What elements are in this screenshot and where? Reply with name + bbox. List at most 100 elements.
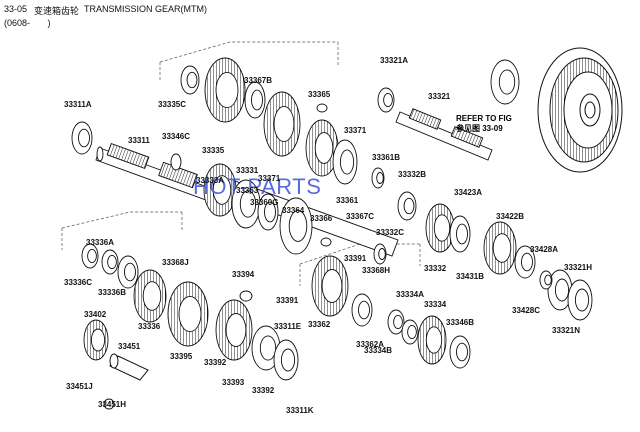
part-label: 33368J: [162, 258, 189, 267]
ring: [279, 197, 313, 255]
part-label: 33360G: [250, 198, 279, 207]
part-label: 33321N: [552, 326, 581, 335]
part-label: 33392: [204, 358, 227, 367]
gear: [167, 281, 209, 347]
ring: [449, 215, 471, 253]
ring: [371, 167, 385, 189]
gear: [215, 299, 253, 361]
part-label: 33332C: [376, 228, 405, 237]
ring: [514, 245, 536, 279]
watermark: HOT-PARTS: [193, 174, 322, 199]
part-label: 33311A: [64, 100, 92, 109]
part-label: 33367B: [244, 76, 273, 85]
part-label: 33311K: [286, 406, 314, 415]
part-label: 33367C: [346, 212, 375, 221]
ring: [490, 59, 520, 105]
part-label: 33334: [424, 300, 447, 309]
part-label: 33402: [84, 310, 107, 319]
small-part: [316, 103, 328, 113]
small-part: [320, 237, 332, 247]
ring: [377, 87, 395, 113]
part-label: 33334A: [396, 290, 425, 299]
ring: [71, 121, 93, 155]
part-label: 33428C: [512, 306, 541, 315]
part-label: 33311E: [274, 322, 302, 331]
part-label: 33391: [344, 254, 367, 263]
part-label: 33395: [170, 352, 193, 361]
gear: [305, 119, 339, 177]
ring: [397, 191, 417, 221]
part-label: 33428A: [530, 245, 559, 254]
ring-gear: [537, 47, 623, 173]
diagram-date-range: (0608- ): [4, 18, 51, 28]
ring: [373, 243, 387, 265]
ring: [401, 319, 419, 345]
ring: [101, 249, 119, 275]
small-part: [170, 153, 182, 171]
group-box-upper: [159, 41, 339, 80]
part-label: 33371: [258, 174, 281, 183]
ring: [244, 81, 266, 119]
part-label: 33321H: [564, 263, 593, 272]
part-label: 33332B: [398, 170, 427, 179]
gear: [203, 163, 237, 217]
part-label: 33364: [282, 206, 305, 215]
group-box-lower: [61, 211, 183, 250]
gear-set: [71, 57, 593, 410]
gear: [483, 221, 517, 275]
small-part: [103, 398, 115, 410]
part-label: 33371: [344, 126, 367, 135]
part-label: 33332: [424, 264, 447, 273]
group-box-counter: [299, 243, 421, 286]
part-label: 33336A: [86, 238, 115, 247]
gear: [417, 315, 447, 365]
ring: [567, 279, 593, 321]
diagram-code: 33-05: [4, 4, 28, 14]
part-label: 33368H: [362, 266, 391, 275]
part-label: 33362: [308, 320, 331, 329]
part-label: 33451: [118, 342, 141, 351]
part-label: 33451H: [98, 400, 127, 409]
part-label: 33335: [202, 146, 225, 155]
ring: [332, 139, 358, 185]
part-label: 33346B: [446, 318, 475, 327]
ring: [257, 193, 279, 231]
ring: [81, 243, 99, 269]
part-label: 33392: [252, 386, 275, 395]
ring: [251, 325, 281, 371]
ring: [273, 339, 299, 381]
part-label: 33333A: [196, 176, 225, 185]
gear: [425, 203, 455, 253]
part-label: 33391: [276, 296, 299, 305]
part-label: 33335C: [158, 100, 187, 109]
part-label: 33331: [236, 166, 259, 175]
part-label: 33311: [128, 136, 150, 145]
part-label: 33393: [222, 378, 245, 387]
main-shaft: [395, 108, 493, 161]
part-label: 33394: [232, 270, 255, 279]
diagram-title-en: TRANSMISSION GEAR(MTM): [84, 4, 207, 14]
part-label: 33321A: [380, 56, 409, 65]
gear: [263, 91, 301, 157]
part-label: 33361: [336, 196, 359, 205]
part-label: 33336C: [64, 278, 93, 287]
refer-note: REFER TO FIG 参见图 33-09: [456, 114, 512, 134]
gear: [311, 255, 349, 317]
ring: [231, 179, 261, 229]
part-label: 33362A: [356, 340, 385, 349]
ring: [449, 335, 471, 369]
part-label: 33451J: [66, 382, 93, 391]
idler-shaft: [109, 353, 149, 381]
part-label: 33346C: [162, 132, 191, 141]
ring: [387, 309, 405, 335]
ring: [351, 293, 373, 327]
refer-note-line1: REFER TO FIG: [456, 114, 512, 123]
part-label: 33423A: [454, 188, 483, 197]
part-label: 33422B: [496, 212, 525, 221]
refer-note-line2: 参见图 33-09: [456, 124, 503, 133]
part-label: 33321: [428, 92, 451, 101]
ring: [180, 65, 200, 95]
gear: [83, 319, 109, 361]
part-label: 33431B: [456, 272, 485, 281]
